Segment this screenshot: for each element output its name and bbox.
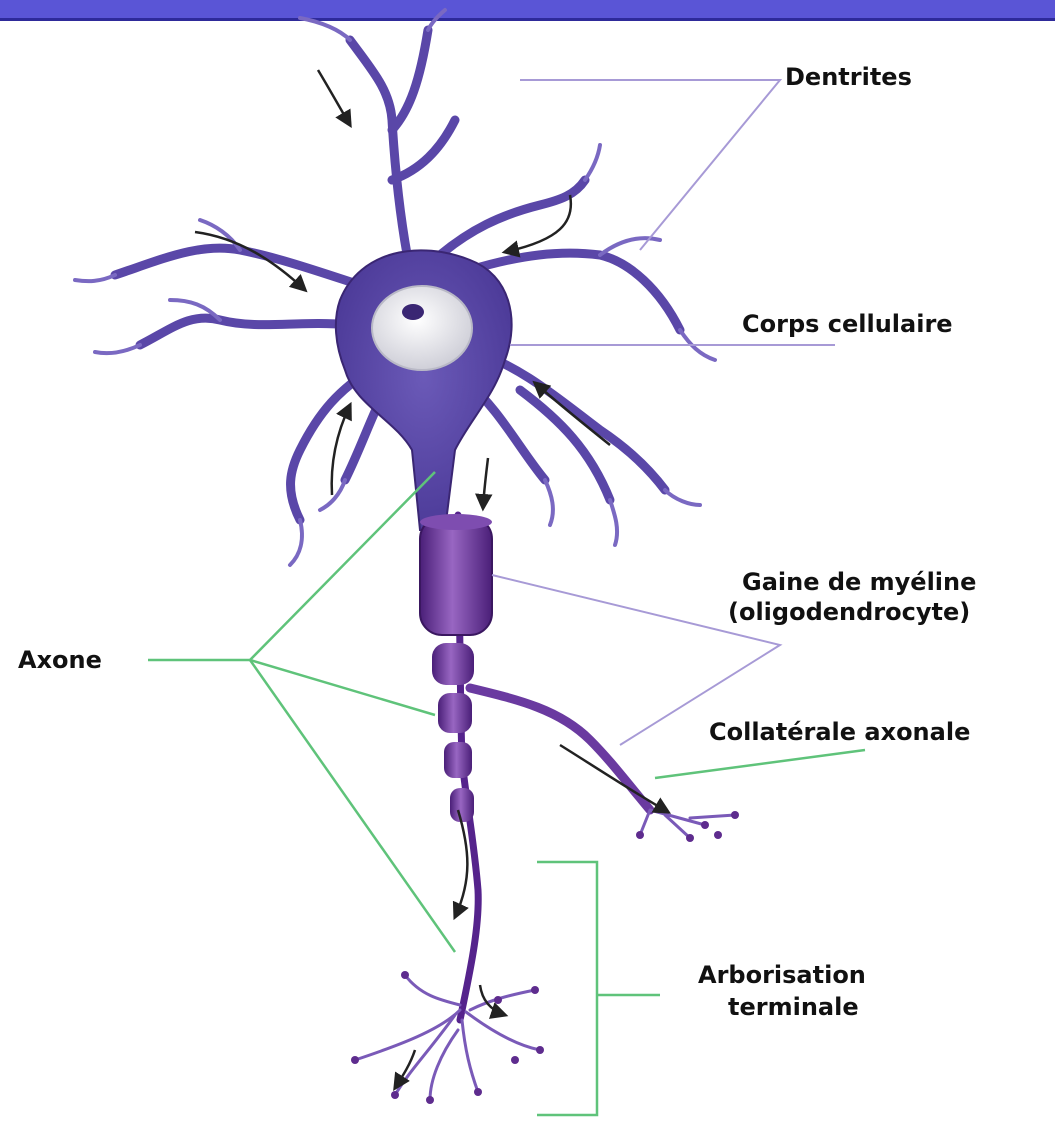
label-axon-collateral: Collatérale axonale [709,718,970,746]
terminal-bracket [537,862,660,1115]
arrow-dendrite-top [318,70,350,125]
collateral-leader [655,750,865,778]
label-myelin-line2: (oligodendrocyte) [728,598,970,626]
terminal-arborization [351,971,544,1104]
label-terminal-line2: terminale [728,993,859,1021]
axon-leader-down [250,660,455,952]
dendrites-leader [520,80,780,250]
label-axon: Axone [18,646,102,674]
myelin-sheath [420,517,492,635]
label-cell-body: Corps cellulaire [742,310,953,338]
label-myelin-line1: Gaine de myéline [742,568,976,596]
axon [420,514,492,1020]
arrow-collateral [560,745,668,812]
arrow-axon-start [483,458,488,508]
nucleus [372,286,472,370]
axon-leader-up [250,472,435,660]
axon-collateral-branch [470,688,739,842]
label-dendrites: Dentrites [785,63,912,91]
arrow-axon-lower [455,810,467,917]
label-terminal-line1: Arborisation [698,961,866,989]
axon-leader-mid [250,660,435,715]
